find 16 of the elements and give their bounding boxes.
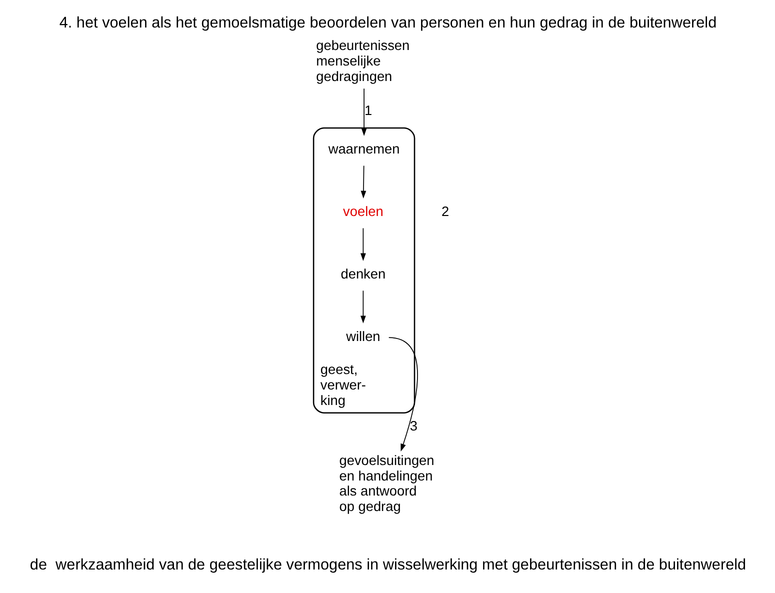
caption: de werkzaamheid van de geestelijke vermogens in wisselwerking met gebeurtenissen in de buitenwereld <box>29 556 746 574</box>
node-text: voelen <box>342 204 383 219</box>
node-text: gevoelsuitingen en handelingen als antwoord op gedrag <box>338 452 434 514</box>
edge-label: 1 <box>364 102 372 118</box>
node-text: denken <box>340 266 386 282</box>
node-text: waarnemen <box>328 141 400 156</box>
node-text: gebeurtenissen menselijke gedragingen <box>316 38 410 84</box>
arrow <box>360 88 366 136</box>
diagram-title: 4. het voelen als het gemoelsmatige beoordelen van personen en hun gedrag in de buitenwereld <box>58 14 716 32</box>
arrow <box>360 290 366 324</box>
arrow <box>360 165 366 199</box>
label: 2 <box>441 204 449 219</box>
arrow <box>360 228 366 261</box>
edge-label: 3 <box>409 418 417 434</box>
arrow <box>388 337 418 452</box>
node-text: willen <box>346 328 380 344</box>
